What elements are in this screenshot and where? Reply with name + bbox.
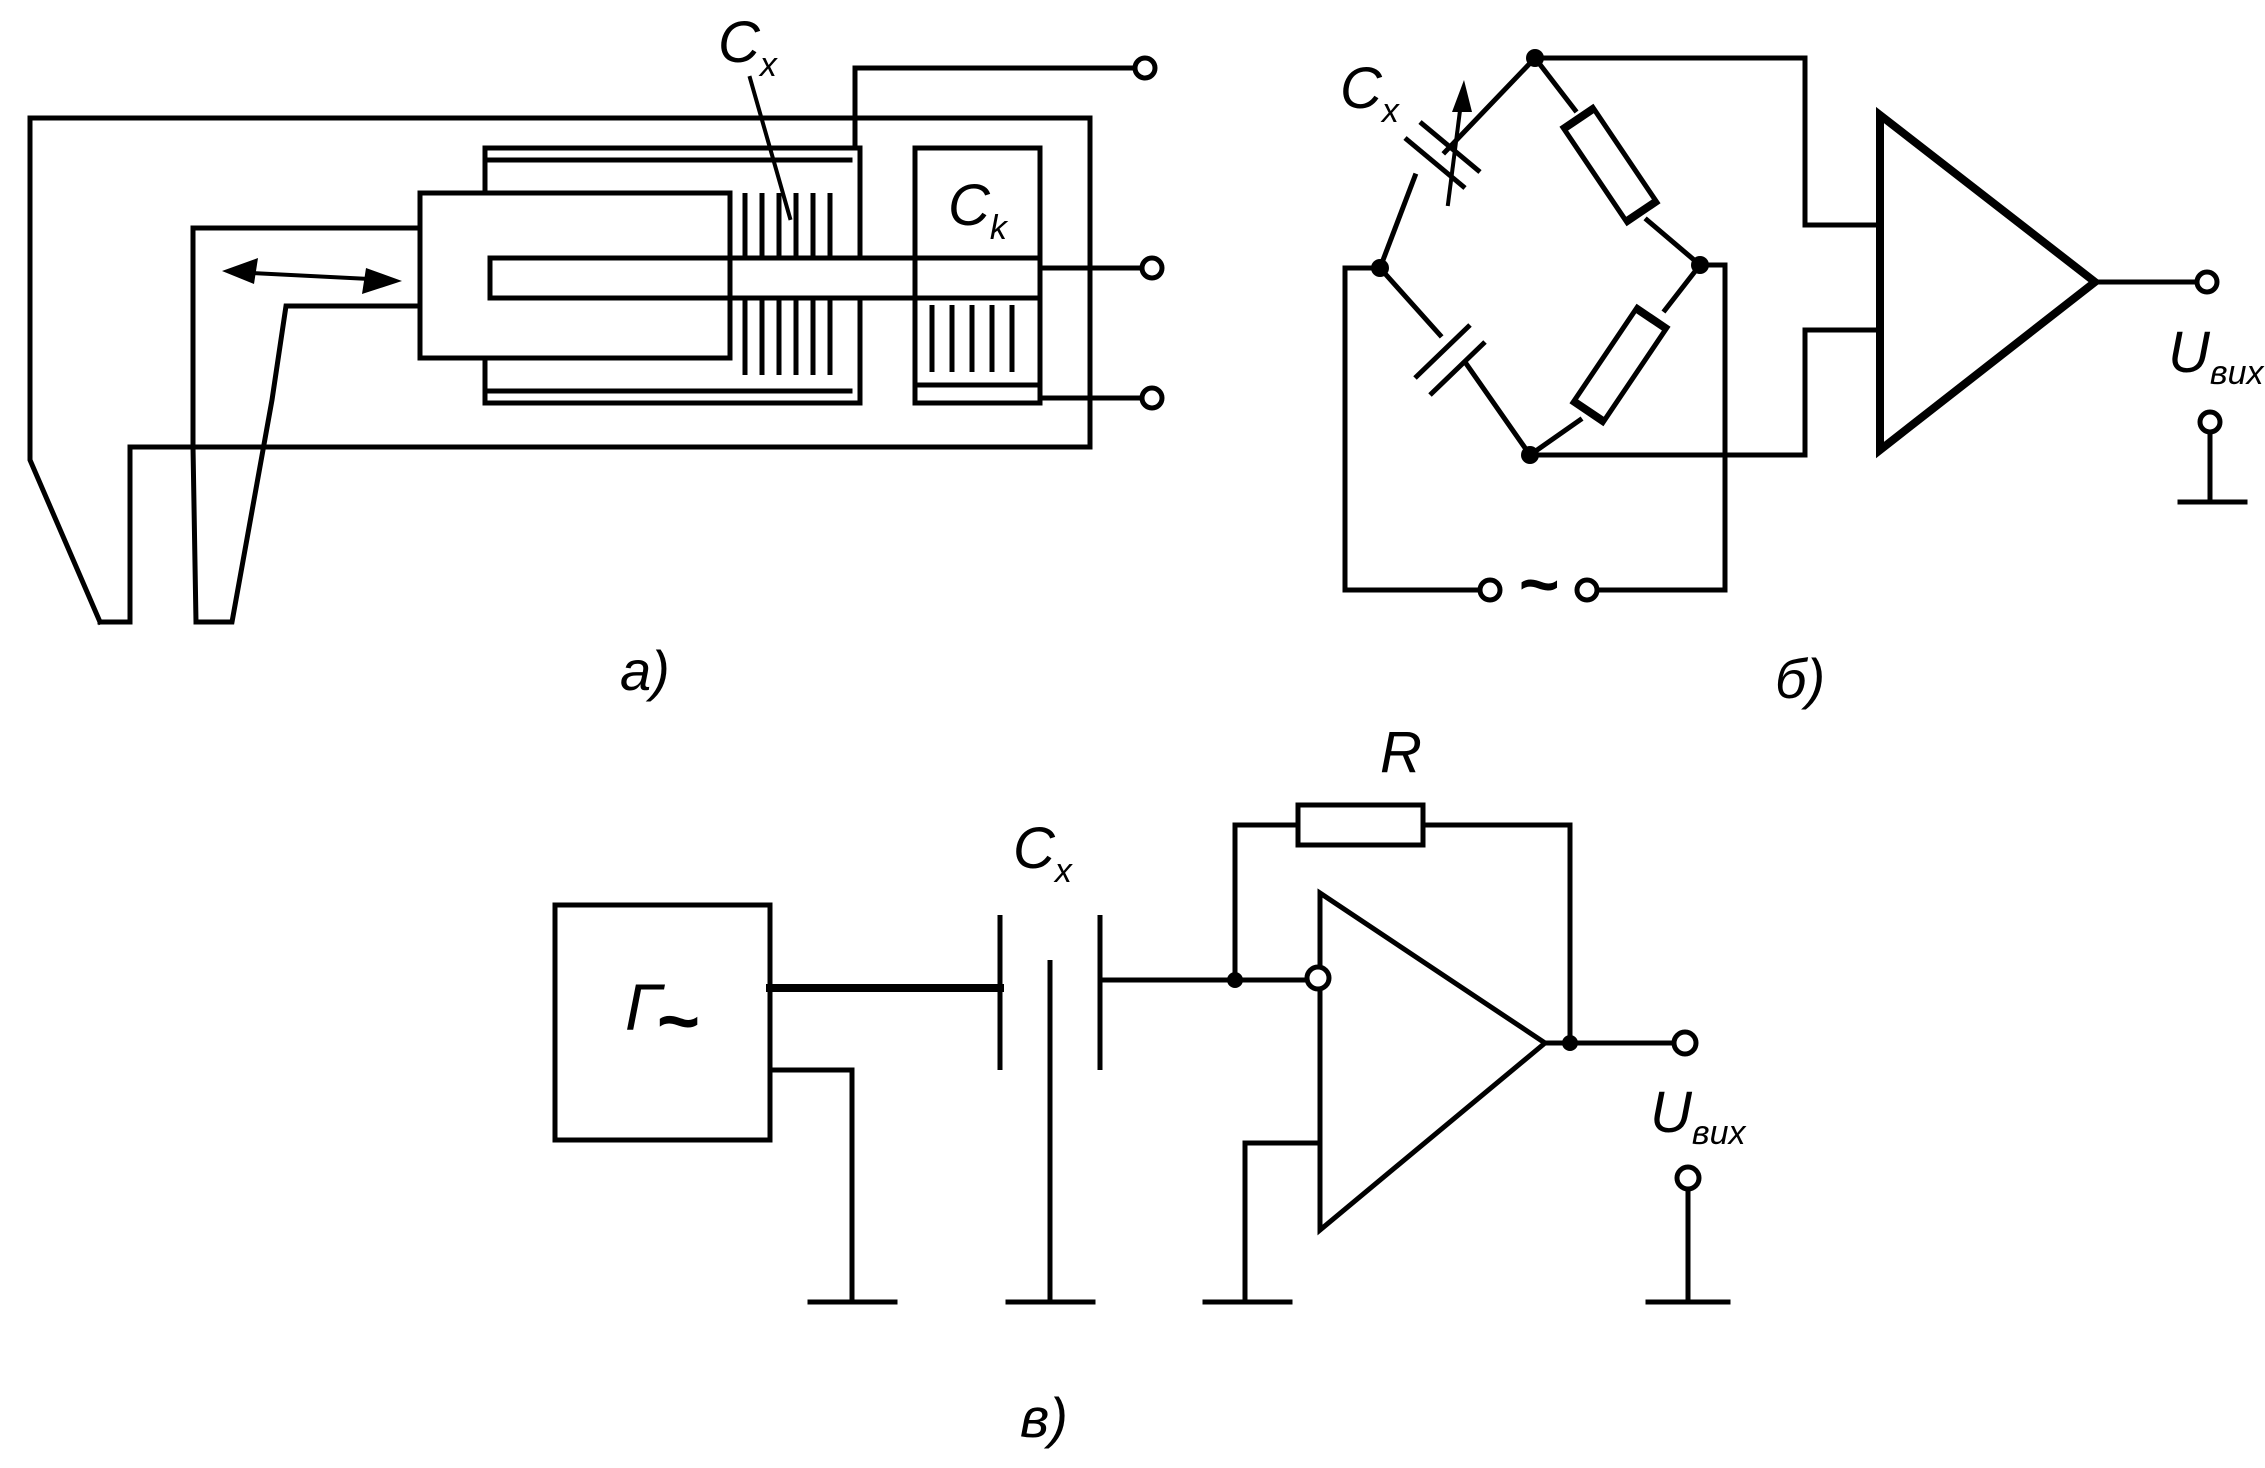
fixed-capacitor [1413, 323, 1487, 397]
uout-label-v: Uвих [1650, 1080, 1747, 1152]
panel-b: ~ Uвих Cx б) [1340, 49, 2265, 710]
cx-label-b: Cx [1340, 56, 1400, 130]
panel-a: Cx Ck а) [27, 10, 1165, 702]
amplifier-b [1876, 106, 2102, 459]
uout-label-b: Uвих [2168, 320, 2265, 392]
wire-source-left [1342, 265, 1483, 593]
generator-label: Г~ [625, 970, 700, 1062]
wire-source-right [1592, 262, 1728, 593]
caliper-movable-jaw [190, 225, 423, 625]
ck-compartment [912, 145, 1043, 406]
caption-b: б) [1775, 647, 1825, 710]
opamp-v [1317, 888, 1550, 1236]
ac-source-label-b: ~ [1518, 545, 1559, 623]
output-terminal-b [2194, 269, 2220, 295]
sensor-rod [487, 255, 1043, 301]
terminal-middle [1139, 255, 1165, 281]
feedback-resistor [1295, 802, 1426, 848]
caliper-fixed-jaw [27, 115, 1093, 626]
cx-label-a: Cx [718, 10, 778, 84]
output-terminal-v [1671, 1029, 1699, 1057]
cx-pointer-line [747, 75, 793, 221]
variable-capacitor-cx [1403, 80, 1482, 207]
cx-capacitor-v [997, 915, 1103, 1305]
terminal-bottom [1139, 385, 1165, 411]
outer-electrode-top [482, 145, 863, 261]
outer-electrode-bottom [482, 295, 863, 406]
panel-v: Г~ Cx R Uв [552, 720, 1747, 1449]
ground-terminal-b [2197, 409, 2223, 435]
wire-bridge-top-to-amp [1532, 55, 1883, 228]
ck-label: Ck [948, 173, 1009, 247]
wire-bridge-bottom-to-amp [1527, 327, 1883, 458]
sensor-housing [417, 190, 733, 361]
r-label: R [1380, 720, 1422, 785]
caption-a: а) [620, 639, 670, 702]
ground-terminal-v [1674, 1164, 1702, 1192]
caption-v: в) [1020, 1386, 1068, 1449]
inverting-input [1304, 964, 1332, 992]
resistor-bottom-right [1569, 303, 1671, 427]
generator-box [552, 902, 773, 1143]
terminal-top [1132, 55, 1158, 81]
cx-label-v: Cx [1013, 816, 1073, 890]
double-arrow-icon [222, 258, 402, 294]
ck-plate-stack [912, 305, 1043, 388]
resistor-top-right [1559, 103, 1661, 227]
cx-plate-stack [742, 193, 833, 375]
lead-top [852, 65, 1143, 151]
